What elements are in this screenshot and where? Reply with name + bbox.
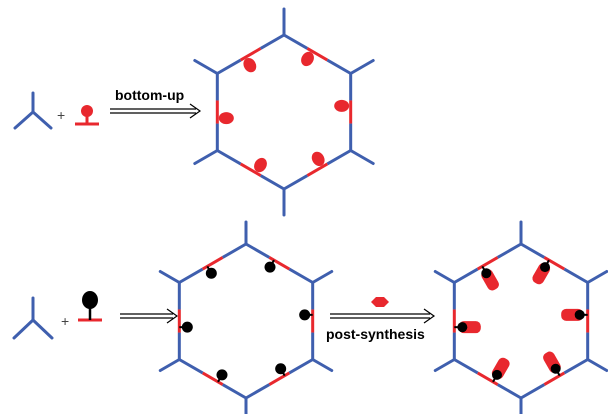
framework-edge — [259, 174, 285, 191]
pendant-group — [254, 157, 267, 173]
pendant-group — [218, 112, 234, 125]
framework-edge — [563, 267, 589, 284]
linker-segment — [306, 47, 329, 62]
pendant-group — [301, 51, 314, 67]
framework-edge — [288, 358, 314, 375]
functional-group — [457, 322, 468, 333]
framework-node-stub — [586, 358, 608, 372]
framework-edge — [245, 383, 271, 400]
functional-group — [299, 309, 311, 321]
framework-edge — [453, 358, 479, 375]
framework-edge — [326, 149, 352, 166]
framework-node-stub — [349, 149, 375, 165]
bottom-up-arrow — [110, 103, 202, 119]
linker-segment — [239, 162, 262, 177]
framework-edge — [216, 58, 242, 75]
linker-monomer-top — [75, 105, 99, 126]
framework-node-stub — [311, 358, 334, 372]
functional-group — [481, 268, 492, 279]
linker-segment — [268, 256, 291, 271]
framework-node-stub — [158, 270, 181, 284]
pendant-group — [243, 57, 257, 73]
framework-node-stub — [193, 59, 219, 75]
linker-segment — [543, 371, 566, 386]
framework-edge — [221, 383, 247, 400]
framework-node-stub — [158, 358, 181, 372]
framework-edge — [496, 383, 522, 400]
framework-edge — [178, 358, 204, 375]
framework-node-stub — [433, 270, 456, 284]
framework-node-stub — [311, 270, 334, 284]
framework-edge — [216, 149, 242, 166]
plus-sign-top: + — [57, 107, 65, 123]
framework-node-stub — [349, 59, 375, 75]
reagent-icon — [371, 297, 389, 307]
framework-edge — [245, 242, 271, 259]
plus-sign-bottom: + — [61, 313, 69, 329]
linker-segment — [476, 371, 499, 386]
framework-edge — [283, 174, 309, 191]
pendant-group — [311, 151, 325, 167]
functional-group — [205, 267, 217, 279]
functional-group — [550, 363, 561, 374]
framework-edge — [563, 358, 589, 375]
framework-edge — [221, 242, 247, 259]
post-synthesis-arrow — [330, 308, 436, 324]
linker-segment — [201, 371, 224, 386]
linker-segment — [543, 256, 566, 271]
functional-group — [216, 369, 228, 381]
framework-edge — [496, 242, 522, 259]
tritopic-node-top — [13, 91, 53, 130]
framework-edge — [520, 242, 546, 259]
linker-segment — [306, 162, 329, 177]
linker-segment — [476, 256, 499, 271]
framework-edge — [288, 267, 314, 284]
framework-node-stub — [586, 270, 608, 284]
linker-segment — [268, 371, 291, 386]
framework-node-stub — [193, 149, 219, 165]
tritopic-node-bottom — [12, 296, 54, 340]
linker-segment — [239, 47, 262, 62]
hexagonal-framework-functionalized — [158, 220, 334, 414]
functional-group — [181, 321, 193, 333]
functional-group — [275, 363, 287, 375]
framework-edge — [283, 33, 309, 50]
functional-group — [540, 262, 551, 273]
linker-segment — [201, 256, 224, 271]
framework-edge — [453, 267, 479, 284]
bottom-up-label: bottom-up — [115, 87, 184, 103]
framework-edge — [326, 58, 352, 75]
functional-group — [264, 261, 276, 273]
framework-edge — [259, 33, 285, 50]
post-synthesis-label: post-synthesis — [326, 326, 425, 342]
assembly-arrow — [120, 308, 179, 324]
framework-edge — [520, 383, 546, 400]
framework-edge — [178, 267, 204, 284]
hexagonal-framework-modified — [433, 220, 608, 414]
functional-linker-monomer — [78, 291, 102, 322]
hexagonal-framework-top — [193, 7, 375, 217]
functional-group — [491, 369, 502, 380]
pendant-group — [334, 99, 350, 112]
framework-node-stub — [433, 358, 456, 372]
functional-group — [574, 309, 585, 320]
